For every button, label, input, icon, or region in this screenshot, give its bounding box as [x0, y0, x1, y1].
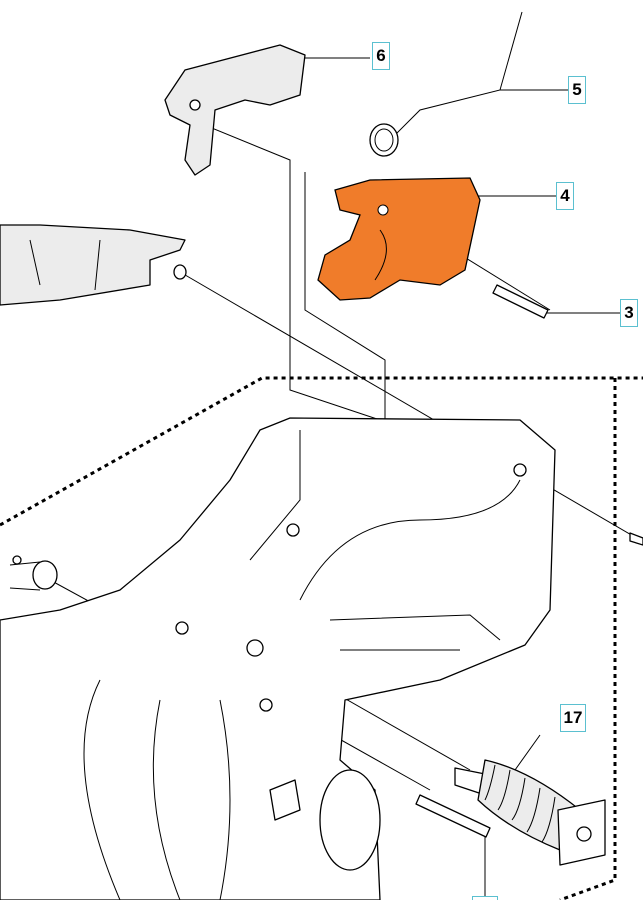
callout-5[interactable]: 5 [568, 76, 586, 104]
callout-17[interactable]: 17 [560, 704, 586, 732]
part-4-throttle-trigger [317, 177, 481, 301]
callout-4[interactable]: 4 [556, 182, 574, 210]
bushing [9, 555, 58, 591]
screw [629, 532, 643, 546]
main-housing [0, 417, 556, 900]
assembly-boundary [0, 376, 643, 900]
lower-pin [415, 794, 491, 838]
part-3-pin [492, 284, 549, 319]
callout-6[interactable]: 6 [372, 42, 390, 70]
handle-piece [0, 224, 187, 306]
part-17-anti-vibration-spring [454, 759, 606, 866]
part-5-spring [369, 11, 523, 157]
part-6-throttle-lockout [164, 44, 306, 176]
callout-3[interactable]: 3 [620, 299, 638, 327]
callout-cut-off[interactable] [472, 896, 498, 900]
